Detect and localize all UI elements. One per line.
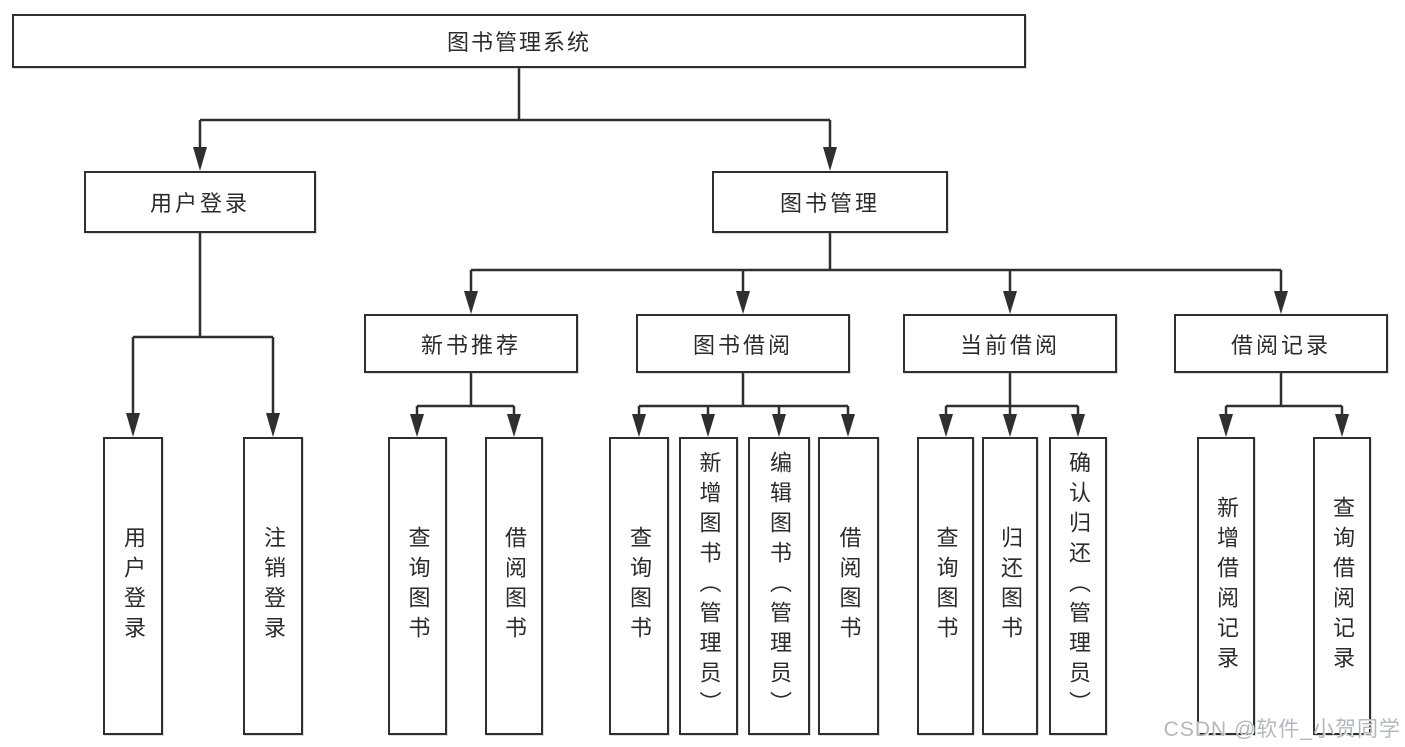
node-current-borrow: 当前借阅	[903, 314, 1117, 373]
leaf-current-confirm-return-admin-label: 确认归还（管理员）	[1066, 451, 1091, 721]
connector-new-book-to-leaves	[415, 373, 516, 416]
arrowhead-icon	[1219, 414, 1233, 437]
leaf-record-query-record-label: 查询借阅记录	[1330, 496, 1355, 676]
leaf-recommend-query-books-label: 查询图书	[405, 526, 431, 646]
arrowhead-icon	[701, 414, 715, 437]
leaf-borrow-query-books: 查询图书	[609, 437, 669, 735]
leaf-record-query-record: 查询借阅记录	[1313, 437, 1371, 735]
connector-borrow-record-to-leaves	[1224, 373, 1344, 416]
node-library-system: 图书管理系统	[12, 14, 1026, 68]
arrowhead-icon	[507, 414, 521, 437]
node-book-borrow: 图书借阅	[636, 314, 850, 373]
leaf-current-query-books-label: 查询图书	[933, 526, 959, 646]
leaf-current-confirm-return-admin: 确认归还（管理员）	[1049, 437, 1107, 735]
node-current-borrow-label: 当前借阅	[959, 332, 1060, 358]
leaf-current-query-books: 查询图书	[917, 437, 974, 735]
node-book-management-label: 图书管理	[779, 191, 880, 216]
node-library-system-label: 图书管理系统	[446, 30, 591, 55]
leaf-user-login: 用户登录	[103, 437, 163, 735]
node-book-management: 图书管理	[712, 171, 948, 233]
leaf-record-add-record-label: 新增借阅记录	[1214, 496, 1239, 676]
csdn-watermark: CSDN @软件_小贺同学	[1163, 718, 1401, 741]
connector-root-to-level2	[198, 68, 832, 149]
leaf-borrow-borrow-books: 借阅图书	[818, 437, 879, 735]
arrowhead-icon	[266, 413, 280, 437]
arrowhead-icon	[1335, 414, 1349, 437]
node-new-book-recommend-label: 新书推荐	[420, 332, 521, 358]
leaf-borrow-query-books-label: 查询图书	[627, 526, 652, 646]
arrowhead-icon	[1071, 414, 1085, 437]
connector-user-login-to-leaves	[131, 233, 275, 415]
arrowhead-icon	[410, 414, 424, 437]
leaf-borrow-add-books-admin: 新增图书（管理员）	[679, 437, 738, 735]
arrowhead-icon	[1274, 291, 1288, 314]
arrowhead-icon	[632, 414, 646, 437]
leaf-record-add-record: 新增借阅记录	[1197, 437, 1255, 735]
node-borrow-record-label: 借阅记录	[1230, 332, 1331, 358]
arrowhead-icon	[1003, 291, 1017, 314]
node-book-borrow-label: 图书借阅	[692, 332, 793, 358]
arrowhead-icon	[841, 414, 855, 437]
node-user-login: 用户登录	[84, 171, 316, 233]
leaf-recommend-borrow-books-label: 借阅图书	[502, 526, 527, 646]
leaf-current-return-books: 归还图书	[982, 437, 1038, 735]
leaf-borrow-edit-books-admin: 编辑图书（管理员）	[748, 437, 810, 735]
node-user-login-label: 用户登录	[149, 191, 250, 216]
arrowhead-icon	[823, 147, 837, 171]
arrowhead-icon	[193, 147, 207, 171]
arrowhead-icon	[1003, 414, 1017, 437]
node-borrow-record: 借阅记录	[1174, 314, 1388, 373]
leaf-logout-label: 注销登录	[261, 526, 286, 646]
leaf-recommend-query-books: 查询图书	[388, 437, 447, 735]
leaf-user-login-label: 用户登录	[121, 526, 146, 646]
node-new-book-recommend: 新书推荐	[364, 314, 578, 373]
leaf-recommend-borrow-books: 借阅图书	[485, 437, 543, 735]
leaf-logout: 注销登录	[243, 437, 303, 735]
leaf-borrow-add-books-admin-label: 新增图书（管理员）	[696, 451, 722, 721]
arrowhead-icon	[772, 414, 786, 437]
arrowhead-icon	[939, 414, 953, 437]
arrowhead-icon	[464, 291, 478, 314]
connector-current-borrow-to-leaves	[944, 373, 1080, 416]
leaf-borrow-borrow-books-label: 借阅图书	[836, 526, 862, 646]
connector-book-borrow-to-leaves	[637, 373, 850, 416]
arrowhead-icon	[126, 413, 140, 437]
leaf-borrow-edit-books-admin-label: 编辑图书（管理员）	[767, 451, 792, 721]
arrowhead-icon	[736, 291, 750, 314]
leaf-current-return-books-label: 归还图书	[998, 526, 1023, 646]
connector-book-mgmt-to-sections	[469, 233, 1283, 293]
